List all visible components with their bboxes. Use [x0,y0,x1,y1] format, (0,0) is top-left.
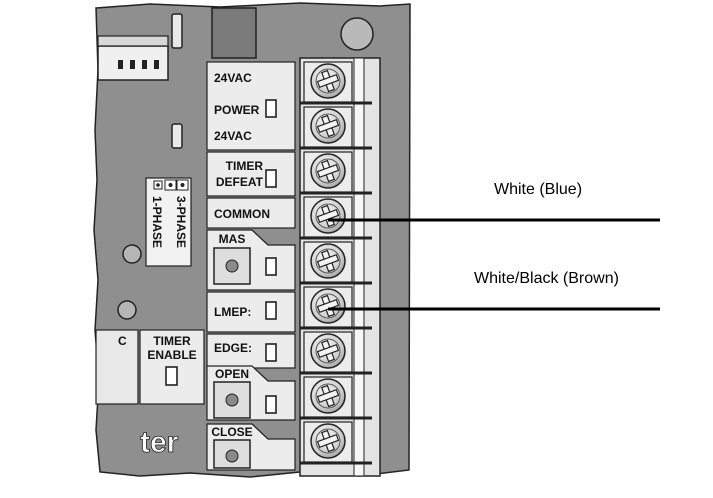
timer-defeat-label-2: DEFEAT [216,175,264,189]
terminal-screw [300,286,372,330]
open-button [213,381,251,419]
mounting-hole [117,300,137,320]
open-button-center [225,393,239,407]
board-component [211,7,257,59]
phase1-label: 1-PHASE [150,196,164,248]
power-led [265,99,277,118]
open-led [265,395,277,414]
edge-panel [206,333,296,369]
ac-label-2: 24VAC [214,129,252,143]
mounting-hole [340,17,374,51]
wire-label: White (Blue) [494,181,582,198]
ac-label-1: 24VAC [214,71,252,85]
terminal-screw [300,241,372,285]
power-panel [206,61,296,151]
mounting-hole [122,244,142,264]
wires: White (Blue) White/Black (Brown) [328,181,660,311]
terminal-screws [300,61,372,465]
board-connector [97,35,169,81]
common-label: COMMON [214,207,270,221]
terminal-screw [300,196,372,240]
timer-enable-led [165,366,178,386]
lmep-panel [206,291,296,333]
timer-enable-panel: TIMER ENABLE [139,329,205,405]
terminal-screw [300,331,372,375]
lmep-label: LMEP: [214,305,251,319]
terminal-screw [300,151,372,195]
timer-defeat-panel [206,151,296,197]
terminal-screw [300,421,372,465]
timer-defeat-label-1: TIMER [226,159,264,173]
terminal-screw [300,61,372,105]
terminal-screw [300,376,372,420]
terminal-screw [300,106,372,150]
close-button-center [225,449,239,463]
common-panel [206,197,296,229]
edge-label: EDGE: [214,341,252,355]
timer-enable-label-2: ENABLE [147,348,196,362]
mas-button-center [225,259,239,273]
label-column: 24VAC POWER 24VAC TIMER DEFEAT COMMON MA… [206,61,296,471]
brand-logo: ter [140,426,179,459]
wire-label: White/Black (Brown) [474,270,619,287]
partial-panel [95,329,139,405]
phase-selector: 1-PHASE 3-PHASE [145,177,192,267]
phase3-label: 3-PHASE [174,196,188,248]
board-component [171,123,183,149]
close-label: CLOSE [211,425,252,439]
power-label: POWER [214,103,260,117]
board-component [171,13,183,49]
terminal-block-strip [353,57,365,477]
timer-enable-label-1: TIMER [153,334,191,348]
mas-label: MAS [219,232,246,246]
open-label: OPEN [215,367,249,381]
edge-led [265,343,277,362]
partial-c-label: C [118,334,127,348]
timer-defeat-led [265,169,277,188]
mas-led [265,257,277,276]
lmep-led [265,301,277,320]
